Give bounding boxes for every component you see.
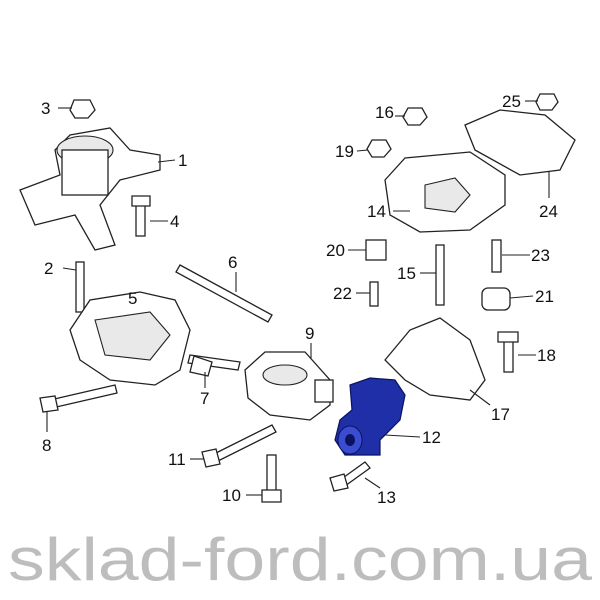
part-10-bolt[interactable] (261, 454, 282, 503)
callout-23: 23 (531, 246, 550, 265)
callout-11: 11 (168, 450, 186, 469)
part-7-bolt[interactable] (187, 354, 241, 377)
part-19-nut[interactable] (366, 139, 392, 158)
part-25-nut[interactable] (535, 93, 559, 111)
part-1-engine-mount[interactable] (19, 127, 161, 251)
part-9-transmission-mount[interactable] (244, 351, 334, 421)
part-24-bracket[interactable] (464, 109, 576, 176)
callout-24: 24 (539, 202, 558, 221)
callout-9: 9 (305, 324, 314, 343)
callout-1: 1 (178, 151, 187, 170)
part-15-stud[interactable] (435, 244, 445, 306)
part-8-bolt[interactable] (39, 384, 118, 413)
callout-4: 4 (170, 212, 179, 231)
callout-7: 7 (200, 389, 209, 408)
part-17-bracket[interactable] (384, 317, 486, 401)
callout-13: 13 (377, 488, 396, 507)
part-20-clip[interactable] (365, 239, 387, 261)
part-11-bolt[interactable] (201, 424, 277, 468)
callout-19: 19 (335, 142, 354, 161)
callout-2: 2 (44, 259, 53, 278)
part-2-stud[interactable] (75, 261, 85, 313)
callout-20: 20 (326, 241, 345, 260)
callout-3: 3 (41, 99, 50, 118)
callout-16: 16 (375, 103, 394, 122)
callout-17: 17 (491, 405, 510, 424)
callout-5: 5 (128, 289, 137, 308)
part-4-bolt[interactable] (131, 195, 151, 237)
part-13-bolt[interactable] (329, 461, 371, 492)
callout-22: 22 (333, 284, 352, 303)
part-21-bushing[interactable] (481, 287, 511, 311)
callout-14: 14 (367, 202, 386, 221)
part-18-bolt[interactable] (497, 331, 519, 373)
part-5-bracket[interactable] (69, 291, 191, 386)
callout-15: 15 (397, 264, 416, 283)
callout-8: 8 (42, 436, 51, 455)
callout-25: 25 (502, 92, 521, 111)
callout-6: 6 (228, 253, 237, 272)
part-12-highlighted-mount[interactable] (334, 377, 406, 456)
part-22-bolt[interactable] (369, 281, 379, 307)
callout-10: 10 (222, 486, 241, 505)
callout-21: 21 (535, 287, 554, 306)
callout-12: 12 (422, 428, 441, 447)
part-16-nut[interactable] (402, 107, 428, 126)
part-23-bolt[interactable] (491, 239, 502, 273)
watermark: sklad-ford.com.ua (8, 526, 593, 593)
part-3-nut[interactable] (69, 99, 96, 119)
callout-labels: 1 2 3 4 5 6 7 8 9 10 11 12 13 14 15 16 1… (41, 92, 558, 507)
part-6-stud[interactable] (175, 264, 273, 323)
leader-lines (46, 100, 550, 496)
callout-18: 18 (537, 346, 556, 365)
part-14-mount[interactable] (384, 151, 506, 233)
